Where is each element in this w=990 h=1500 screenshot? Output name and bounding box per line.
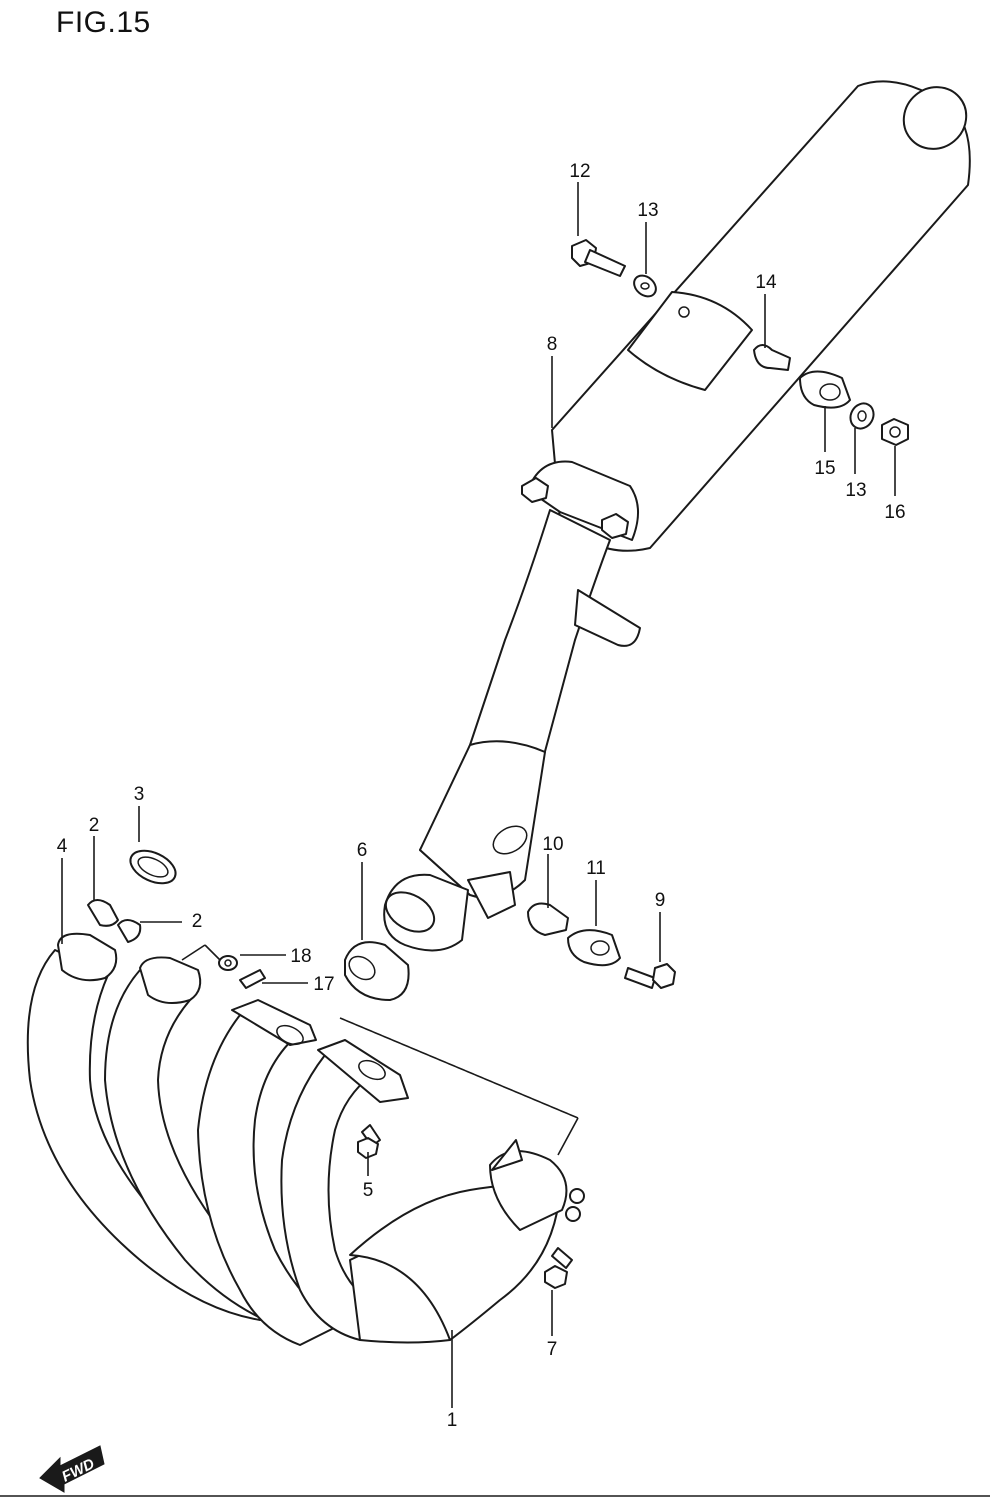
- callout-15: 15: [814, 458, 835, 479]
- part-9-bolt[interactable]: [624, 963, 676, 989]
- callout-10: 10: [542, 834, 563, 855]
- callout-13: 13: [637, 200, 658, 221]
- part-16-nut[interactable]: [881, 418, 909, 446]
- callout-13: 13: [845, 480, 866, 501]
- callout-14: 14: [755, 272, 777, 293]
- callout-18: 18: [290, 946, 311, 967]
- callout-7: 7: [547, 1339, 558, 1360]
- part-13-washer-b[interactable]: [846, 399, 878, 433]
- callout-2: 2: [192, 911, 203, 932]
- part-7-bolt[interactable]: [544, 1247, 573, 1289]
- part-18-washer[interactable]: [218, 955, 238, 971]
- part-8-muffler[interactable]: [521, 74, 979, 552]
- leader-lines: [61, 182, 896, 1408]
- part-1-exhaust-header[interactable]: [26, 932, 585, 1346]
- callout-9: 9: [655, 890, 666, 911]
- callout-6: 6: [357, 840, 368, 861]
- part-2-clip[interactable]: [87, 899, 142, 943]
- callout-3: 3: [134, 784, 145, 805]
- part-5-bolt[interactable]: [357, 1124, 381, 1159]
- part-3-gasket[interactable]: [125, 844, 180, 890]
- part-12-bolt[interactable]: [571, 239, 626, 277]
- part-10-collar[interactable]: [527, 902, 569, 936]
- forward-arrow-icon: FWD: [39, 1445, 105, 1493]
- callout-17: 17: [313, 974, 334, 995]
- part-6-gasket[interactable]: [344, 941, 410, 1001]
- part-14-collar[interactable]: [753, 344, 791, 371]
- callout-5: 5: [363, 1180, 374, 1201]
- callout-1: 1: [447, 1410, 458, 1431]
- callout-8: 8: [547, 334, 558, 355]
- figure-title: FIG.15: [56, 6, 151, 39]
- part-13-washer[interactable]: [630, 271, 660, 300]
- callout-2: 2: [89, 815, 100, 836]
- part-15-damper[interactable]: [799, 370, 851, 409]
- callout-16: 16: [884, 502, 905, 523]
- part-mid-pipe[interactable]: [379, 509, 641, 952]
- callout-11: 11: [586, 858, 606, 879]
- callout-4: 4: [57, 836, 68, 857]
- part-11-damper[interactable]: [567, 929, 621, 967]
- callout-12: 12: [569, 161, 590, 182]
- part-17-stud[interactable]: [239, 969, 266, 989]
